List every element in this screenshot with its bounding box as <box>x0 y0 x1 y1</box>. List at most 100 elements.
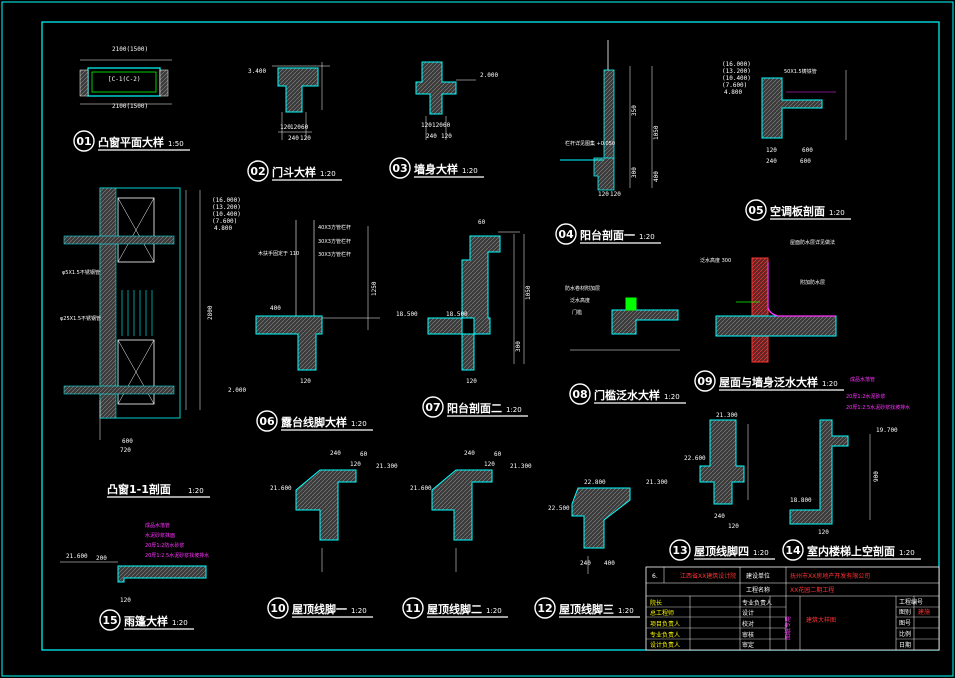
tb-field-right-0: 工程编号 <box>899 598 923 606</box>
detail-05-number: 05 <box>748 204 763 217</box>
d04-a: 350 <box>631 105 638 116</box>
detail-05-drawing: (16.000) (13.200) (10.400) (7.600) 4.800… <box>722 61 847 165</box>
d10-c: 240 <box>330 450 341 457</box>
detail-11-drawing: 21.600 21.300 240 120 60 <box>410 450 532 572</box>
detail-13-drawing: 21.300 22.600 240 120 <box>684 412 749 530</box>
n09a: 屋面防水层详见做法 <box>790 239 835 246</box>
d12-b: 22.500 <box>548 505 570 512</box>
d05-l3: (10.400) <box>722 75 751 82</box>
tb-field-right-3: 比例 <box>899 630 911 638</box>
d14-b: 18.800 <box>790 497 812 504</box>
detail-title: 屋顶线脚四 <box>694 544 749 558</box>
detail-09-drawing: 屋面防水层详见做法 泛水高度 300 附加防水层 成品水落管 20厚1:2水泥砂… <box>700 239 910 411</box>
tb-serial: 6. <box>652 573 658 580</box>
d15-c: 200 <box>96 555 107 562</box>
d0101-h: 4.800 <box>214 225 232 232</box>
p15-0: 成品水落管 <box>145 522 170 529</box>
d05-l2: (13.200) <box>722 68 751 75</box>
d05-l4: (7.600) <box>722 82 747 89</box>
detail-06-badge <box>256 410 278 432</box>
detail-07-badge <box>422 396 444 418</box>
tb-project: XX花园二期工程 <box>790 586 834 594</box>
detail-title: 屋顶线脚一 <box>292 602 347 616</box>
d05-c: 240 <box>766 158 777 165</box>
detail-10-number: 10 <box>270 602 286 615</box>
d06-a: 1250 <box>371 281 378 296</box>
detail-10-badge <box>267 597 289 619</box>
n0101a: φ5X1.5不锈钢管 <box>62 269 100 276</box>
detail-09-number: 09 <box>697 375 712 388</box>
tb-stamp: 图纸专用 <box>784 616 792 640</box>
d02-a: 120 <box>280 124 291 131</box>
detail-13-badge <box>669 539 691 561</box>
d05-b: 600 <box>802 147 813 154</box>
inner-frame <box>41 21 940 651</box>
detail-scale: 1:20 <box>172 619 188 627</box>
d04-e: 120 <box>598 191 609 198</box>
detail-title: 门斗大样 <box>272 165 316 179</box>
detail-scale: 1:20 <box>320 170 336 178</box>
detail-04-drawing: 栏杆详见图集 +0.050 350 1050 300 400 120 120 <box>560 40 660 198</box>
n09c: 附加防水层 <box>800 279 825 286</box>
detail-03-drawing: 2.000 120 120 60 240 120 <box>415 61 498 140</box>
detail-03-number: 03 <box>392 162 407 175</box>
d12-e: 400 <box>604 560 615 567</box>
d03-level: 2.000 <box>480 72 498 79</box>
detail-scale: 1:20 <box>351 420 367 428</box>
d0101-f: (10.400) <box>212 211 241 218</box>
detail-title: 门槛泛水大样 <box>594 388 660 402</box>
d04-f: 120 <box>610 191 621 198</box>
detail-01-badge <box>73 130 95 152</box>
d0101-d: (16.000) <box>212 197 241 204</box>
d05-d: 600 <box>800 158 811 165</box>
detail-title: 阳台剖面二 <box>447 401 502 415</box>
detail-15-badge <box>99 609 121 631</box>
d07-c: 300 <box>515 341 522 352</box>
d05-l5: 4.800 <box>724 89 742 96</box>
d0101-b: 720 <box>120 447 131 454</box>
d01-top: 2100(1500) <box>112 46 148 53</box>
detail-14-drawing: 19.700 18.800 900 120 <box>789 419 898 536</box>
tb-row-left-0: 院长 <box>650 599 662 607</box>
tb-field-right-1: 图别 <box>899 608 911 616</box>
detail-11-badge <box>402 597 424 619</box>
n06a: 40X3方管栏杆 <box>318 224 351 231</box>
detail-scale: 1:20 <box>462 167 478 175</box>
d0101-a: 600 <box>122 438 133 445</box>
detail-01-drawing: 2100(1500) [C-1(C-2) 2100(1500) <box>79 46 172 110</box>
d12-a: 22.800 <box>584 479 606 486</box>
d02-e: 120 <box>300 135 311 142</box>
d06-d: 18.500 <box>396 311 418 318</box>
detail-06-drawing: 40X3方管栏杆 30X3方管栏杆 30X3方管栏杆 木扶手固定于 110 12… <box>255 220 418 385</box>
d03-c: 60 <box>443 122 451 129</box>
detail-11-number: 11 <box>405 602 420 615</box>
tb-row-mid-1: 设计 <box>742 609 754 617</box>
detail-04-number: 04 <box>558 228 574 241</box>
d04-d: 400 <box>653 171 660 182</box>
detail-15-number: 15 <box>102 614 117 627</box>
d04-b: 1050 <box>653 125 660 140</box>
detail-scale: 1:50 <box>168 140 184 148</box>
d13-b: 22.600 <box>684 455 706 462</box>
p09-0: 成品水落管 <box>850 376 875 383</box>
d0101-g: (7.600) <box>212 218 237 225</box>
detail-10-drawing: 21.600 21.300 240 120 60 <box>270 450 398 572</box>
tb-institute: 江西省XX建筑设计院 <box>680 572 736 580</box>
d04-c: 300 <box>631 167 638 178</box>
d07-e: 18.500 <box>446 311 468 318</box>
d11-b: 21.300 <box>510 463 532 470</box>
d02-d: 240 <box>288 135 299 142</box>
n06d: 木扶手固定于 110 <box>258 250 299 257</box>
detail-title: 空调板剖面 <box>770 204 825 218</box>
tb-field-right-2: 图号 <box>899 620 911 627</box>
detail-14-badge <box>782 539 804 561</box>
detail-title: 屋顶线脚三 <box>559 602 614 616</box>
d12-c: 21.300 <box>646 479 668 486</box>
d01-bot: 2100(1500) <box>112 103 148 110</box>
d15-b: 120 <box>120 597 131 604</box>
detail-scale: 1:20 <box>618 607 634 615</box>
d12-d: 240 <box>580 560 591 567</box>
d03-b: 120 <box>432 122 443 129</box>
detail-02-drawing: 3.400 120 120 60 240 120 <box>248 62 330 142</box>
p09-2: 20厚1:2.5水泥砂浆找坡排水 <box>846 404 910 411</box>
